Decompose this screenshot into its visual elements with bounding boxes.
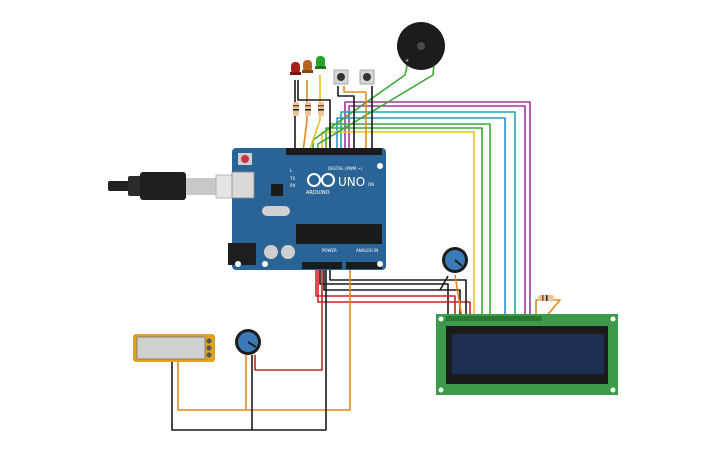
resistor-3-icon[interactable] [318,102,324,116]
resistors [293,102,554,301]
wire-red-pot[interactable] [254,266,323,371]
wire-pot-lcd-gnd[interactable] [439,275,449,291]
wire-led-orange-lead[interactable] [302,80,308,153]
lcd-16x2-display[interactable] [436,314,618,395]
wire-black-bus-1[interactable] [319,266,449,318]
wire-purple-2[interactable] [348,105,526,318]
digital-header-label: DIGITAL (PWM ~) [328,166,363,171]
push-button-1-icon[interactable] [333,69,349,85]
wire-button-1-b[interactable] [343,86,367,152]
temperature-sensor-module[interactable] [133,334,215,362]
green-led-icon[interactable] [315,56,326,69]
arduino-infinity-logo-icon [307,173,335,187]
potentiometer-bottom-icon[interactable] [235,329,261,355]
wires [171,61,561,431]
wire-led-gnd[interactable] [297,80,331,152]
power-header-label: POWER [322,248,337,253]
resistor-1-icon[interactable] [293,102,299,116]
usb-cable [108,172,239,200]
rx-label: RX [290,183,296,188]
buzzer-pin-plus: + [405,58,409,64]
l-label: L [290,168,293,173]
wire-red-bus-2[interactable] [317,266,471,318]
wire-red-bus-1[interactable] [315,266,456,318]
resistor-lcd-icon[interactable] [538,295,554,301]
wire-green-buzzer-1[interactable] [312,61,409,152]
piezo-buzzer-icon[interactable]: + [397,22,445,70]
tx-label: TX [289,176,295,181]
resistor-2-icon[interactable] [305,102,311,116]
board-brand: ARDUINO [306,190,330,196]
leds [290,56,326,75]
wire-black-sensor[interactable] [171,266,327,431]
analog-header-label: ANALOG IN [356,248,378,253]
board-model: UNO [338,175,365,189]
wire-black-bus-3[interactable] [329,266,467,318]
wire-pot-lcd[interactable] [454,274,463,319]
wire-black-bus-2[interactable] [323,266,461,318]
potentiometer-lcd-icon[interactable] [442,247,468,273]
wire-button-1-a[interactable] [337,86,355,152]
wire-blue[interactable] [336,117,506,318]
arduino-uno-board[interactable]: UNO ARDUINO DIGITAL (PWM ~) POWER ANALOG… [228,148,386,270]
wire-orange-sensor[interactable] [177,266,351,411]
push-button-2-icon[interactable] [359,69,375,85]
red-led-icon[interactable] [290,62,301,75]
on-label: ON [368,182,374,187]
wire-led-green-lead[interactable] [308,75,321,153]
orange-led-icon[interactable] [302,60,313,73]
